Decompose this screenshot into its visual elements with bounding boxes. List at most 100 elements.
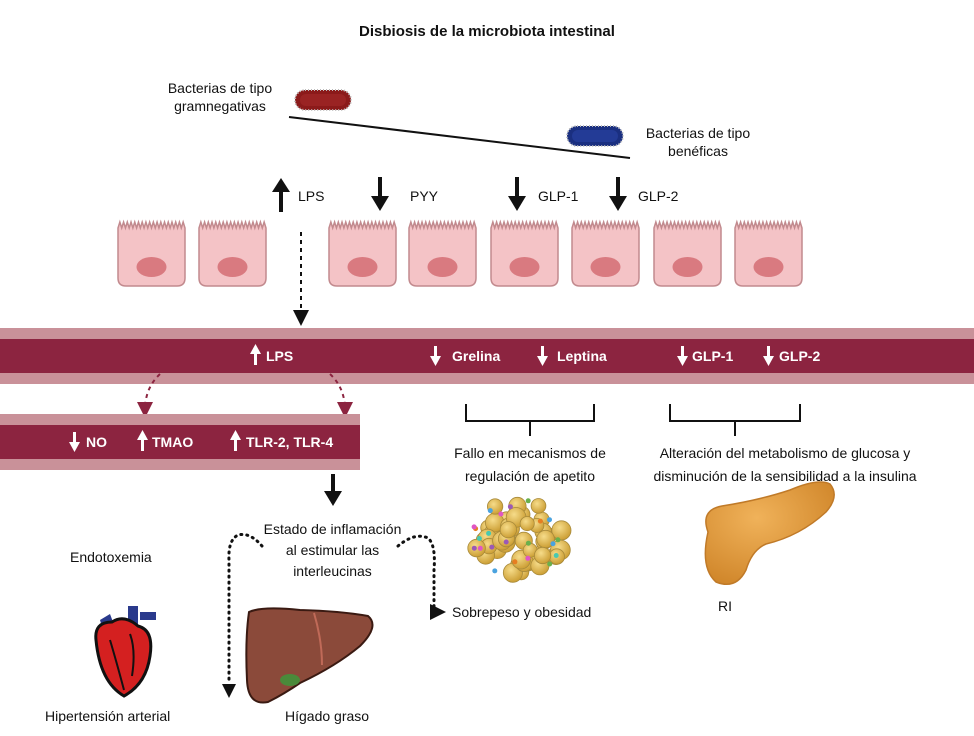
fat-cell-spot (489, 544, 495, 550)
arrow-down-glp2-icon (609, 177, 627, 211)
arrow-down-pyy-icon (371, 177, 389, 211)
arrow-down-inflammation-icon (324, 474, 342, 506)
inflammation-text-line3: interleucinas (293, 563, 372, 579)
gram-negative-bacterium-icon (294, 89, 352, 111)
fat-cell-spot (525, 498, 531, 504)
fat-cell-spot (492, 568, 498, 574)
fat-cell-spot (503, 539, 509, 545)
appetite-bracket (465, 404, 595, 436)
diagram-title: Disbiosis de la microbiota intestinal (359, 23, 615, 40)
epithelial-cells (117, 219, 803, 287)
cell-nucleus (672, 257, 703, 277)
fat-cell-spot (512, 559, 518, 565)
band-arrows (69, 344, 774, 452)
fat-cells-icon (467, 496, 572, 583)
inflammation-text: Estado de inflamación al estimular las i… (250, 520, 415, 580)
inflammation-text-line2: al estimular las (285, 542, 380, 558)
fat-cell-spot (547, 517, 552, 523)
appetite-text: Fallo en mecanismos de regulación de ape… (430, 444, 630, 485)
gram-negative-label-line2: gramnegativas (174, 98, 266, 114)
outcome-endotoxemia: Endotoxemia (70, 549, 152, 565)
fat-cell-spot (547, 561, 553, 567)
fat-cell (499, 521, 517, 539)
fat-cell-spot (486, 530, 492, 536)
band-arrow-down-grelina-icon (430, 346, 441, 366)
inflammation-text-line1: Estado de inflamación (263, 521, 402, 537)
marker-lps: LPS (298, 188, 325, 204)
band-label-tlr: TLR-2, TLR-4 (246, 434, 334, 450)
dotted-arrow-to-obesity (396, 534, 436, 614)
fat-cell (551, 520, 572, 541)
band-label-glp1: GLP-1 (692, 348, 734, 364)
epithelial-cell (117, 219, 186, 287)
cell-nucleus (217, 257, 248, 277)
fat-cell-spot (487, 508, 493, 514)
appetite-text-line2: regulación de apetito (465, 468, 595, 484)
fat-cell-spot (550, 541, 556, 547)
band-arrow-up-lps-icon (250, 344, 261, 365)
fat-cell-spot (525, 555, 531, 561)
fat-cell-spot (498, 511, 504, 517)
appetite-text-line1: Fallo en mecanismos de (454, 445, 606, 461)
beneficial-bacterium-icon (566, 125, 624, 147)
sub-vessel-band (0, 414, 360, 470)
metabolism-text-line2: disminución de la sensibilidad a la insu… (653, 468, 917, 484)
dotted-arrow-to-fatty-liver (227, 533, 264, 686)
outcome-ri: RI (718, 598, 732, 614)
beneficial-label-line2: benéficas (668, 143, 728, 159)
band-arrow-down-glp2-icon (763, 346, 774, 366)
outcome-obesity: Sobrepeso y obesidad (452, 604, 592, 620)
epithelial-cell (328, 219, 397, 287)
beneficial-label-line1: Bacterias de tipo (645, 125, 751, 141)
fat-cell-spot (525, 540, 531, 546)
fat-cell (519, 516, 535, 532)
cell-nucleus (136, 257, 167, 277)
cell-nucleus (753, 257, 784, 277)
fat-cell-spot (471, 545, 477, 551)
band-arrow-down-leptina-icon (537, 346, 548, 366)
marker-pyy: PYY (410, 188, 439, 204)
gram-negative-label-line1: Bacterias de tipo (167, 80, 273, 96)
band-arrow-up-tmao-icon (137, 430, 148, 451)
epithelial-cell (571, 219, 640, 287)
metabolism-text-line1: Alteración del metabolismo de glucosa y (659, 445, 911, 461)
epithelial-cell (653, 219, 722, 287)
band-label-leptina: Leptina (557, 348, 607, 364)
outcome-hypertension: Hipertensión arterial (45, 708, 171, 724)
cell-nucleus (509, 257, 540, 277)
pancreas-icon (704, 481, 835, 585)
fat-cell-spot (471, 524, 477, 530)
liver-icon (245, 607, 374, 704)
main-vessel-band (0, 328, 974, 384)
metabolism-text: Alteración del metabolismo de glucosa y … (630, 444, 940, 485)
band-label-grelina: Grelina (452, 348, 501, 364)
heart-icon (94, 606, 156, 698)
fat-cell-spot (555, 537, 561, 543)
cell-nucleus (427, 257, 458, 277)
band-arrow-down-no-icon (69, 432, 80, 452)
marker-glp1: GLP-1 (538, 188, 579, 204)
fat-cell-spot (507, 504, 513, 510)
fat-cell-spot (553, 553, 559, 558)
marker-glp2: GLP-2 (638, 188, 679, 204)
fat-cell (533, 546, 552, 565)
epithelial-cell (734, 219, 803, 287)
epithelial-cell (490, 219, 559, 287)
metabolism-bracket (669, 404, 801, 436)
arrow-up-lps-icon (272, 178, 290, 212)
cell-nucleus (347, 257, 378, 277)
curved-arrow-right (329, 373, 353, 418)
fat-cell-spot (477, 545, 483, 551)
outcome-fatty-liver: Hígado graso (285, 708, 370, 724)
band-label-glp2: GLP-2 (779, 348, 821, 364)
gram-negative-label: Bacterias de tipo gramnegativas (150, 79, 290, 115)
fat-cell-spot (537, 518, 543, 524)
cell-nucleus (590, 257, 621, 277)
balance-line (288, 116, 631, 159)
curved-arrow-left (137, 373, 161, 418)
fat-cell (530, 498, 547, 514)
band-label-no: NO (86, 434, 107, 450)
band-arrow-up-tlr-icon (230, 430, 241, 451)
epithelial-cell (198, 219, 267, 287)
